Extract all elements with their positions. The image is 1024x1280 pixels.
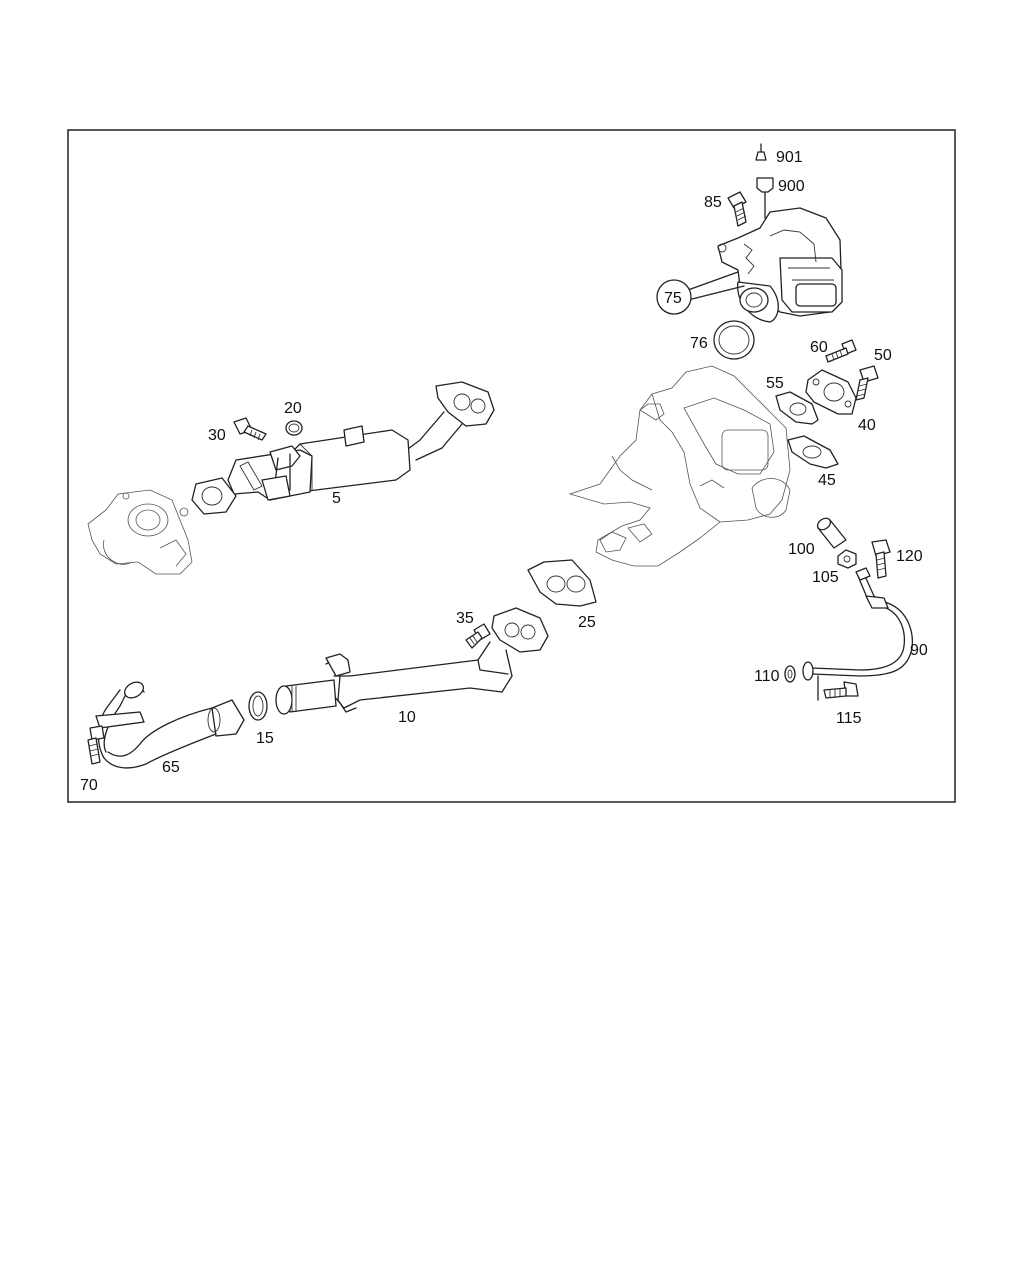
- callout-75: 75: [664, 290, 682, 307]
- engine-manifold-reference: [568, 365, 791, 567]
- callout-30: 30: [208, 427, 226, 444]
- callout-85: 85: [704, 194, 722, 211]
- part-105-nut[interactable]: [837, 549, 857, 569]
- part-15-ring[interactable]: [248, 691, 268, 721]
- part-120-bolt[interactable]: [871, 539, 891, 579]
- part-76-gasket[interactable]: [713, 320, 755, 360]
- part-115-bolt[interactable]: [817, 675, 859, 701]
- part-65-pipe[interactable]: [95, 679, 245, 769]
- callout-10: 10: [398, 709, 416, 726]
- part-45-gasket[interactable]: [787, 435, 839, 469]
- part-40-flange[interactable]: [805, 369, 857, 415]
- callout-76: 76: [690, 335, 708, 352]
- part-901-connector[interactable]: [755, 143, 767, 161]
- callout-15: 15: [256, 730, 274, 747]
- part-70-bolt[interactable]: [87, 725, 105, 765]
- callout-50: 50: [874, 347, 892, 364]
- part-110-washer[interactable]: [784, 665, 796, 683]
- callout-40: 40: [858, 417, 876, 434]
- callout-60: 60: [810, 339, 828, 356]
- part-900-connector[interactable]: [756, 177, 774, 219]
- part-85-bolt[interactable]: [727, 191, 747, 227]
- part-10-pipe[interactable]: [275, 607, 549, 715]
- callout-901: 901: [776, 149, 803, 166]
- callout-5: 5: [332, 490, 341, 507]
- part-75-egr-valve[interactable]: [687, 207, 843, 323]
- callout-900: 900: [778, 178, 805, 195]
- part-60-bolt[interactable]: [825, 339, 857, 363]
- callout-25: 25: [578, 614, 596, 631]
- callout-120: 120: [896, 548, 923, 565]
- callout-35: 35: [456, 610, 474, 627]
- part-20-o-ring[interactable]: [285, 420, 303, 436]
- callout-115: 115: [836, 710, 862, 727]
- part-55-gasket[interactable]: [775, 391, 819, 425]
- part-5-egr-cooler[interactable]: [191, 381, 495, 515]
- turbo-housing-reference: [87, 489, 193, 575]
- callout-65: 65: [162, 759, 180, 776]
- callout-70: 70: [80, 777, 98, 794]
- part-30-bolt[interactable]: [233, 417, 267, 441]
- part-25-gasket[interactable]: [527, 559, 597, 607]
- callout-75-circle: [656, 279, 692, 315]
- callout-105: 105: [812, 569, 839, 586]
- part-100-tube[interactable]: [815, 516, 847, 549]
- callout-45: 45: [818, 472, 836, 489]
- callout-90: 90: [910, 642, 928, 659]
- callout-55: 55: [766, 375, 784, 392]
- part-35-bolt[interactable]: [465, 623, 491, 649]
- callout-20: 20: [284, 400, 302, 417]
- callout-100: 100: [788, 541, 815, 558]
- part-90-pipe[interactable]: [802, 567, 914, 681]
- part-50-bolt[interactable]: [855, 365, 879, 401]
- callout-110: 110: [754, 668, 780, 685]
